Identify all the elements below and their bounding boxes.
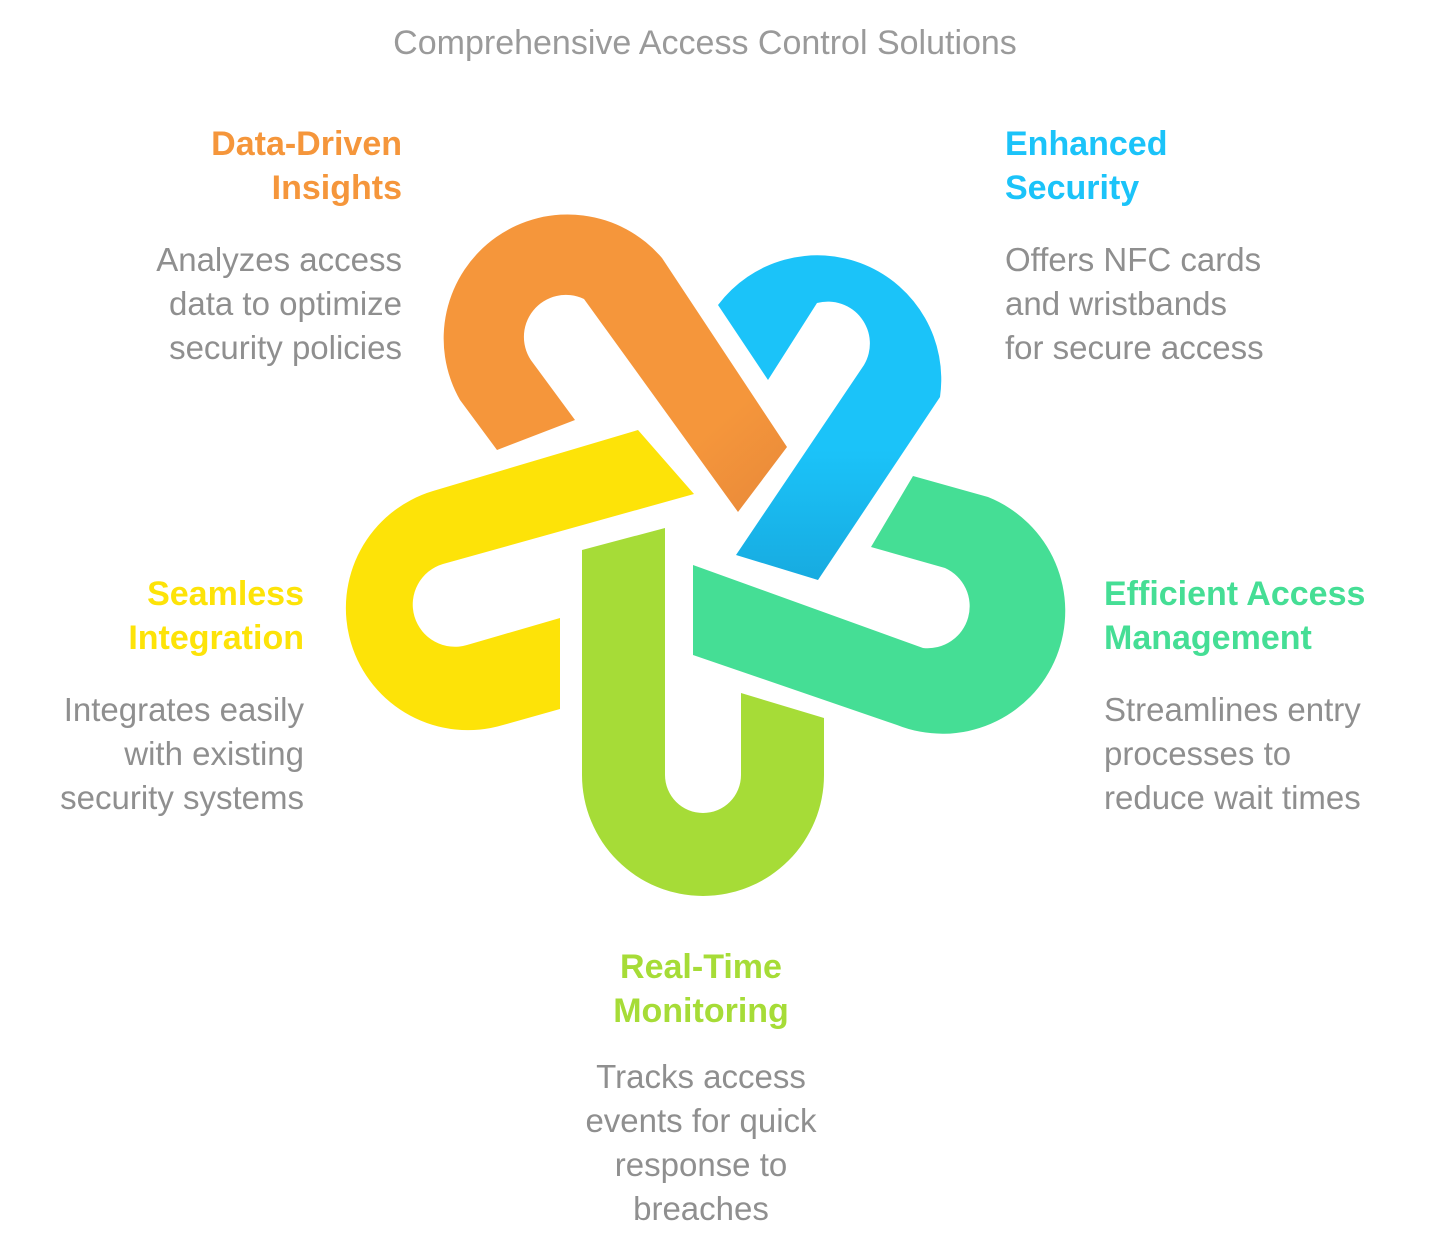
item-data-driven-insights: Data-Driven Insights Analyzes access dat…	[62, 122, 402, 370]
description-integration: Integrates easily with existing security…	[4, 688, 304, 820]
description-line: security systems	[60, 779, 304, 816]
loop-data-driven-shape	[443, 214, 787, 512]
heading-line: Integration	[128, 619, 304, 657]
heading-security: Enhanced Security	[1005, 122, 1365, 210]
description-line: Offers NFC cards	[1005, 241, 1262, 278]
heading-integration: Seamless Integration	[4, 572, 304, 660]
loop-security	[718, 255, 942, 581]
heading-monitoring: Real-Time Monitoring	[548, 945, 854, 1033]
loop-integration	[345, 430, 694, 731]
description-line: breaches	[633, 1190, 769, 1227]
description-line: and wristbands	[1005, 285, 1227, 322]
description-line: for secure access	[1005, 329, 1264, 366]
heading-line: Seamless	[147, 575, 304, 613]
description-line: Integrates easily	[63, 691, 304, 728]
description-line: Analyzes access	[156, 241, 402, 278]
description-line: Tracks access	[596, 1058, 806, 1095]
heading-line: Enhanced	[1005, 125, 1168, 163]
heading-line: Data-Driven	[211, 125, 402, 163]
heading-line: Monitoring	[613, 992, 789, 1030]
description-data-driven: Analyzes access data to optimize securit…	[62, 238, 402, 370]
description-security: Offers NFC cards and wristbands for secu…	[1005, 238, 1365, 370]
description-line: Streamlines entry	[1104, 691, 1361, 728]
heading-line: Real-Time	[620, 948, 782, 986]
description-monitoring: Tracks access events for quick response …	[548, 1055, 854, 1231]
heading-line: Security	[1005, 169, 1140, 207]
item-real-time-monitoring: Real-Time Monitoring Tracks access event…	[548, 945, 854, 1231]
description-line: response to	[614, 1146, 788, 1183]
item-efficient-access-management: Efficient Access Management Streamlines …	[1104, 572, 1424, 820]
heading-line: Efficient Access	[1104, 575, 1366, 613]
description-line: with existing	[124, 735, 304, 772]
heading-line: Insights	[271, 169, 402, 207]
description-line: reduce wait times	[1104, 779, 1361, 816]
description-management: Streamlines entry processes to reduce wa…	[1104, 688, 1424, 820]
loop-management	[693, 476, 1066, 734]
loop-monitoring	[582, 528, 824, 896]
item-seamless-integration: Seamless Integration Integrates easily w…	[4, 572, 304, 820]
heading-line: Management	[1104, 619, 1312, 657]
heading-data-driven: Data-Driven Insights	[62, 122, 402, 210]
item-enhanced-security: Enhanced Security Offers NFC cards and w…	[1005, 122, 1365, 370]
description-line: security policies	[169, 329, 402, 366]
heading-management: Efficient Access Management	[1104, 572, 1424, 660]
description-line: events for quick	[585, 1102, 817, 1139]
page-title: Comprehensive Access Control Solutions	[393, 24, 1017, 62]
description-line: processes to	[1104, 735, 1292, 772]
description-line: data to optimize	[169, 285, 402, 322]
